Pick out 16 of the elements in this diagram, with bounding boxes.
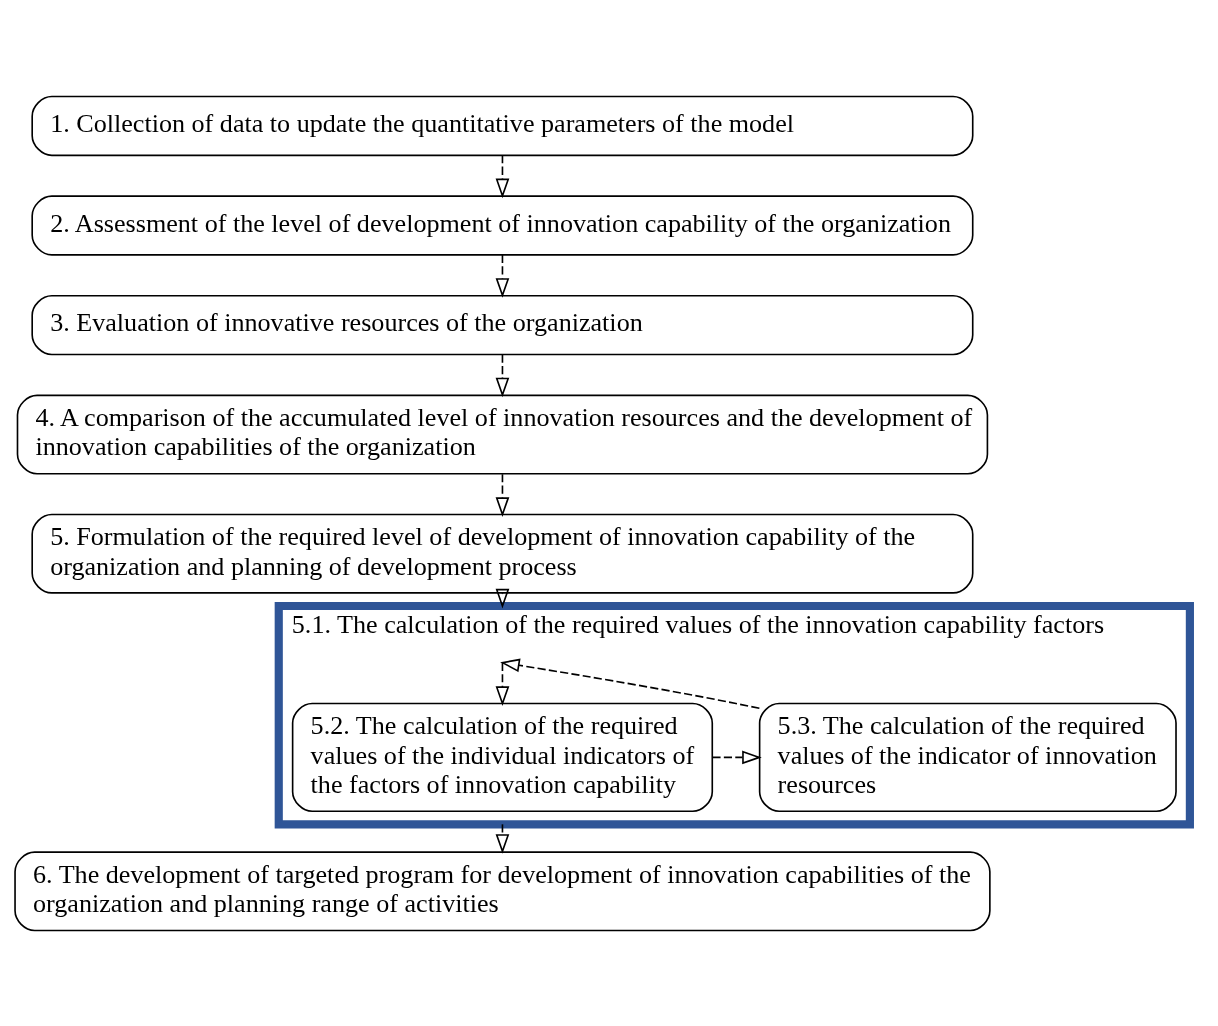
arrow [495,154,510,198]
arrow [500,658,761,709]
node-box: 5.3. The calculation of the required values of the indicator of innovation resources [758,702,1177,812]
node-box: 5.2. The calculation of the required values of the individual indicators of the factors of innovation capability [291,702,714,812]
arrow [711,750,762,764]
arrow [495,472,510,517]
node-box: 3. Evaluation of innovative resources of the organization [31,294,974,355]
arrow [495,353,510,397]
node-box: 4. A comparison of the accumulated level of innovation resources and the development of innovation capabilities of the organization [16,394,989,475]
node-box: 1. Collection of data to update the quantitative parameters of the model [31,95,974,156]
arrow [495,588,510,608]
node-box: 2. Assessment of the level of development of innovation capability of the organization [31,194,974,256]
arrow [495,253,510,298]
arrow [495,823,510,854]
arrow [495,661,510,706]
node-box: 6. The development of targeted program for development of innovation capabilities of the organization and planning range of activities [14,850,991,931]
